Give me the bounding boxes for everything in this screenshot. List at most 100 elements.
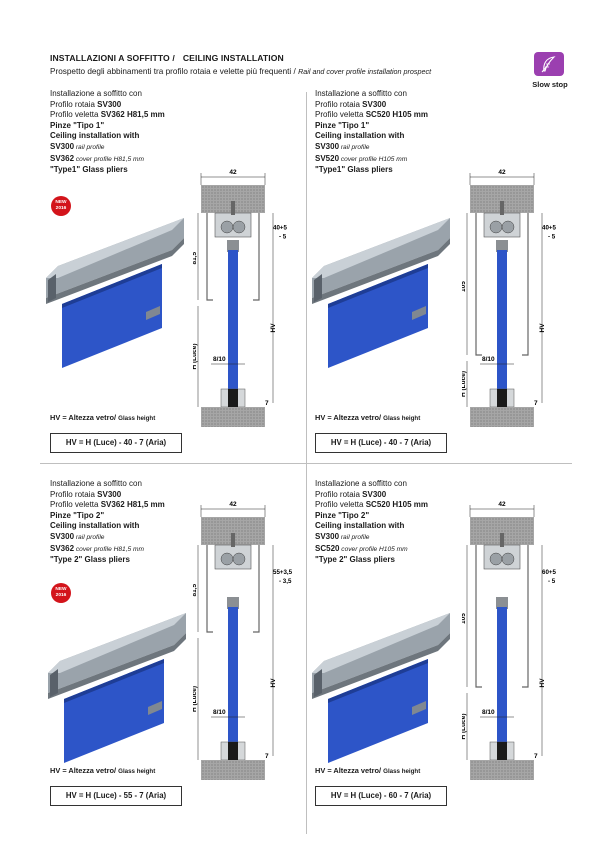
rail-code: SV300 [362,489,387,499]
spec-intro: Installazione a soffitto con [315,479,407,488]
rail-profile [483,544,521,570]
glass-height-formula: HV = H (Luce) - 60 - 7 (Aria) [315,786,447,806]
rail-profile [214,212,252,238]
clearance-tolerance: - 5 [279,234,287,241]
cover-height-dimension: 105 [462,281,467,292]
product-rendering [312,218,450,368]
opening-height-label: H (Luce) [193,344,198,370]
spec-intro: Installazione a soffitto con [315,89,407,98]
opening-height-label: H (Luce) [193,686,198,712]
clearance-dimension: 60+5 [542,569,556,576]
clearance-tolerance: - 5 [548,578,556,585]
spec-pliers: Pinze "Tipo 2" [50,510,105,520]
row-divider [40,463,572,464]
feather-icon [541,56,556,73]
opening-height-label: H (Luce) [462,371,467,397]
product-rendering [48,613,186,763]
width-dimension: 42 [229,501,237,508]
glass-thickness-label: 8/10 [482,356,495,363]
page-subtitle: Prospetto degli abbinamenti tra profilo … [50,67,431,76]
spec-rail: Profilo rotaia SV300 [315,489,387,499]
rail-profile [214,544,252,570]
glass-height-formula: HV = H (Luce) - 40 - 7 (Aria) [315,433,447,453]
installation-spec: Installazione a soffitto con Profilo rot… [50,89,165,176]
spec-intro-en: Ceiling installation with [315,131,405,141]
clearance-dimension: 40+5 [273,225,287,232]
installation-spec: Installazione a soffitto con Profilo rot… [50,479,165,566]
spec-rail: Profilo rotaia SV300 [50,489,122,499]
spec-rail-en: SV300 rail profile [50,141,105,151]
glass-height-legend: HV = Altezza vetro/ Glass height [315,413,421,422]
rail-code: SV300 [97,489,122,499]
spec-intro: Installazione a soffitto con [50,479,142,488]
slow-stop-label: Slow stop [532,80,568,89]
cover-code: SV362 H81,5 mm [100,110,165,120]
rail-code: SV300 [97,99,122,109]
spec-cover-en: SC520 cover profile H105 mm [315,543,408,553]
clearance-tolerance: - 3,5 [279,578,292,585]
glass-height-label: HV [270,323,277,333]
spec-pliers-en: "Type1" Glass pliers [315,165,393,175]
glass-pane [228,607,238,760]
spec-pliers-en: "Type 2" Glass pliers [315,555,395,565]
spec-cover: Profilo veletta SC520 H105 mm [315,110,428,120]
section-drawing: 42 81,5 H (Luce) 55+3,5 - 3,5 HV 8/10 [193,501,293,780]
spec-cover-en: SV362 cover profile H81,5 mm [50,153,145,163]
spec-intro-en: Ceiling installation with [50,131,140,141]
section-drawing: 42 105 H (Luce) 40+5 - 5 HV 8/10 [462,169,556,427]
title-english: CEILING INSTALLATION [182,53,284,63]
spec-cover: Profilo veletta SV362 H81,5 mm [50,110,165,120]
spec-pliers-en: "Type 2" Glass pliers [50,555,130,565]
spec-pliers-en: "Type1" Glass pliers [50,165,128,175]
spec-cover-en: SV520 cover profile H105 mm [315,153,408,163]
glass-pane [228,250,238,407]
cover-profile [206,545,213,633]
air-gap-dimension: 7 [265,400,269,407]
clearance-tolerance: - 5 [548,234,556,241]
glass-thickness-label: 8/10 [482,709,495,716]
product-rendering [46,218,184,368]
glass-height-legend: HV = Altezza vetro/ Glass height [315,766,421,775]
glass-height-label: HV [539,323,546,333]
spec-cover: Profilo veletta SC520 H105 mm [315,500,428,510]
width-dimension: 42 [498,501,506,508]
glass-height-legend: HV = Altezza vetro/ Glass height [50,766,156,775]
spec-intro-en: Ceiling installation with [315,521,405,531]
width-dimension: 42 [498,169,506,176]
spec-rail-en: SV300 rail profile [50,531,105,541]
glass-height-label: HV [539,678,546,688]
spec-rail-en: SV300 rail profile [315,141,370,151]
clearance-dimension: 40+5 [542,225,556,232]
cover-height-dimension: 105 [462,613,467,624]
spec-intro-en: Ceiling installation with [50,521,140,531]
glass-pane [497,607,507,760]
glass-height-formula: HV = H (Luce) - 55 - 7 (Aria) [50,786,182,806]
spec-pliers: Pinze "Tipo 2" [315,510,370,520]
spec-cover: Profilo veletta SV362 H81,5 mm [50,500,165,510]
product-rendering [312,613,450,763]
opening-height-label: H (Luce) [462,714,467,740]
cover-height-dimension: 81,5 [193,583,198,596]
glass-thickness-label: 8/10 [213,709,226,716]
glass-pane [497,250,507,407]
section-drawing: 42 105 H (Luce) 60+5 - 5 HV 8/10 [462,501,556,780]
installation-spec: Installazione a soffitto con Profilo rot… [315,89,428,176]
installation-spec: Installazione a soffitto con Profilo rot… [315,479,428,566]
subtitle-italian: Prospetto degli abbinamenti tra profilo … [50,67,296,76]
glass-thickness-label: 8/10 [213,356,226,363]
spec-rail-en: SV300 rail profile [315,531,370,541]
air-gap-dimension: 7 [534,400,538,407]
section-drawing: 42 81,5 H (Luce) 40+5 - 5 HV 8/10 [193,169,287,427]
cover-profile [475,545,482,688]
spec-rail: Profilo rotaia SV300 [50,99,122,109]
cover-height-dimension: 81,5 [193,251,198,264]
glass-height-formula: HV = H (Luce) - 40 - 7 (Aria) [50,433,182,453]
cover-code: SV362 H81,5 mm [100,500,165,510]
cover-profile [475,213,482,356]
width-dimension: 42 [229,169,237,176]
rail-code: SV300 [362,99,387,109]
air-gap-dimension: 7 [265,753,269,760]
rail-profile [483,212,521,238]
cover-code: SC520 H105 mm [365,110,428,120]
glass-height-label: HV [270,678,277,688]
